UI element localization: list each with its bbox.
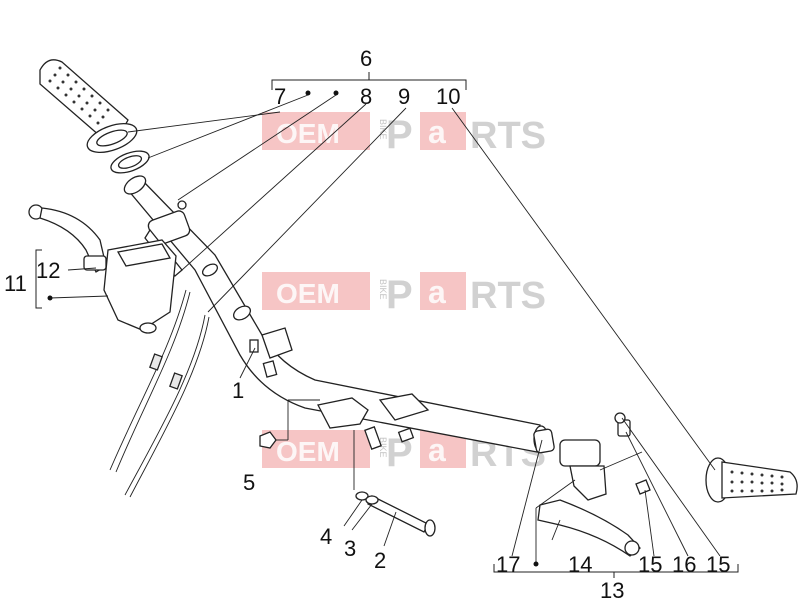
center-clamp (249, 327, 430, 450)
watermark-a: a (428, 432, 446, 468)
callout-9: 9 (398, 84, 410, 109)
nut-5 (259, 431, 277, 449)
right-controls (533, 412, 651, 557)
watermark-p: P (386, 273, 413, 317)
callout-11: 11 (4, 271, 27, 296)
handlebar-ring (201, 263, 219, 277)
callout-15-left: 15 (638, 552, 662, 577)
handlebar-ring (232, 305, 252, 321)
watermark-oem: OEM (276, 436, 340, 467)
cable-sleeve (149, 353, 163, 371)
clamp-plug (397, 427, 415, 443)
callout-13: 13 (600, 578, 624, 600)
master-cylinder (103, 239, 177, 334)
callout-7: 7 (274, 84, 286, 109)
nut-15 (635, 479, 651, 495)
washer-3 (365, 495, 379, 505)
clamp-nut (262, 360, 278, 378)
cable-left-4 (129, 316, 210, 498)
watermark-bike: BIKE (378, 437, 388, 458)
right-grip-body (721, 461, 798, 499)
clamp-clip (249, 339, 259, 353)
brake-cables (109, 289, 210, 498)
watermark-p: P (386, 113, 413, 157)
cable-left-2 (115, 291, 191, 473)
bolt-2-head (424, 519, 436, 537)
watermark-top: OEM BIKE P a RTS (262, 112, 546, 157)
watermark-box (262, 272, 370, 310)
leader-lines (49, 94, 721, 564)
watermark-box (262, 430, 370, 468)
clamp-bracket (378, 393, 430, 421)
left-grip-flange-inner (96, 129, 128, 147)
throttle-bracket (569, 465, 607, 501)
callout-4: 4 (320, 524, 332, 549)
callout-5: 5 (243, 470, 255, 495)
screw-head-15 (614, 412, 626, 424)
right-grip (705, 457, 798, 503)
watermark-bike: BIKE (378, 279, 388, 300)
left-grip (39, 59, 150, 174)
callout-17: 17 (496, 552, 520, 577)
callout-2: 2 (374, 548, 386, 573)
watermark-a: a (428, 114, 446, 150)
watermark-a-box (420, 112, 466, 150)
watermark-oem: OEM (276, 118, 340, 149)
watermark-middle: OEM BIKE P a RTS (262, 272, 546, 317)
marker-dots (47, 90, 539, 567)
watermark-box (262, 112, 370, 150)
handlebar-end-left (123, 175, 147, 195)
callout-12: 12 (36, 258, 60, 283)
cable-left-1 (109, 289, 187, 471)
callout-16: 16 (672, 552, 696, 577)
throttle-sleeve-17 (533, 428, 555, 454)
master-cylinder-port (139, 322, 157, 334)
switch-screw (177, 200, 187, 210)
clamp-body (317, 397, 369, 429)
right-grip-texture (730, 470, 784, 493)
mount-hardware (259, 431, 436, 537)
callout-3: 3 (344, 536, 356, 561)
left-lever (28, 204, 107, 273)
cable-left-3 (124, 314, 206, 496)
left-lever-pivot (83, 255, 107, 271)
bracket-11 (35, 249, 42, 309)
clamp-tab (261, 327, 293, 359)
watermark-rts: RTS (470, 115, 546, 157)
clamp-stud (364, 426, 382, 450)
callout-1: 1 (232, 378, 244, 403)
callout-8: 8 (360, 84, 372, 109)
cable-sleeve (169, 372, 183, 390)
left-grip-washer-inner (117, 155, 143, 169)
watermark-a-box (420, 272, 466, 310)
throttle-housing (559, 439, 601, 467)
right-lever-tip (624, 540, 640, 556)
callout-10: 10 (436, 84, 460, 109)
watermark-rts: RTS (470, 275, 546, 317)
watermark-bike: BIKE (378, 119, 388, 140)
callout-15-right: 15 (706, 552, 730, 577)
left-grip-texture (48, 66, 110, 125)
group-brackets (35, 72, 739, 578)
master-cylinder-lid (116, 243, 172, 267)
callout-14: 14 (568, 552, 592, 577)
callout-6: 6 (360, 46, 372, 71)
watermark-a: a (428, 274, 446, 310)
watermark-oem: OEM (276, 278, 340, 309)
bracket-13 (493, 564, 739, 573)
master-cylinder-body (103, 239, 177, 331)
